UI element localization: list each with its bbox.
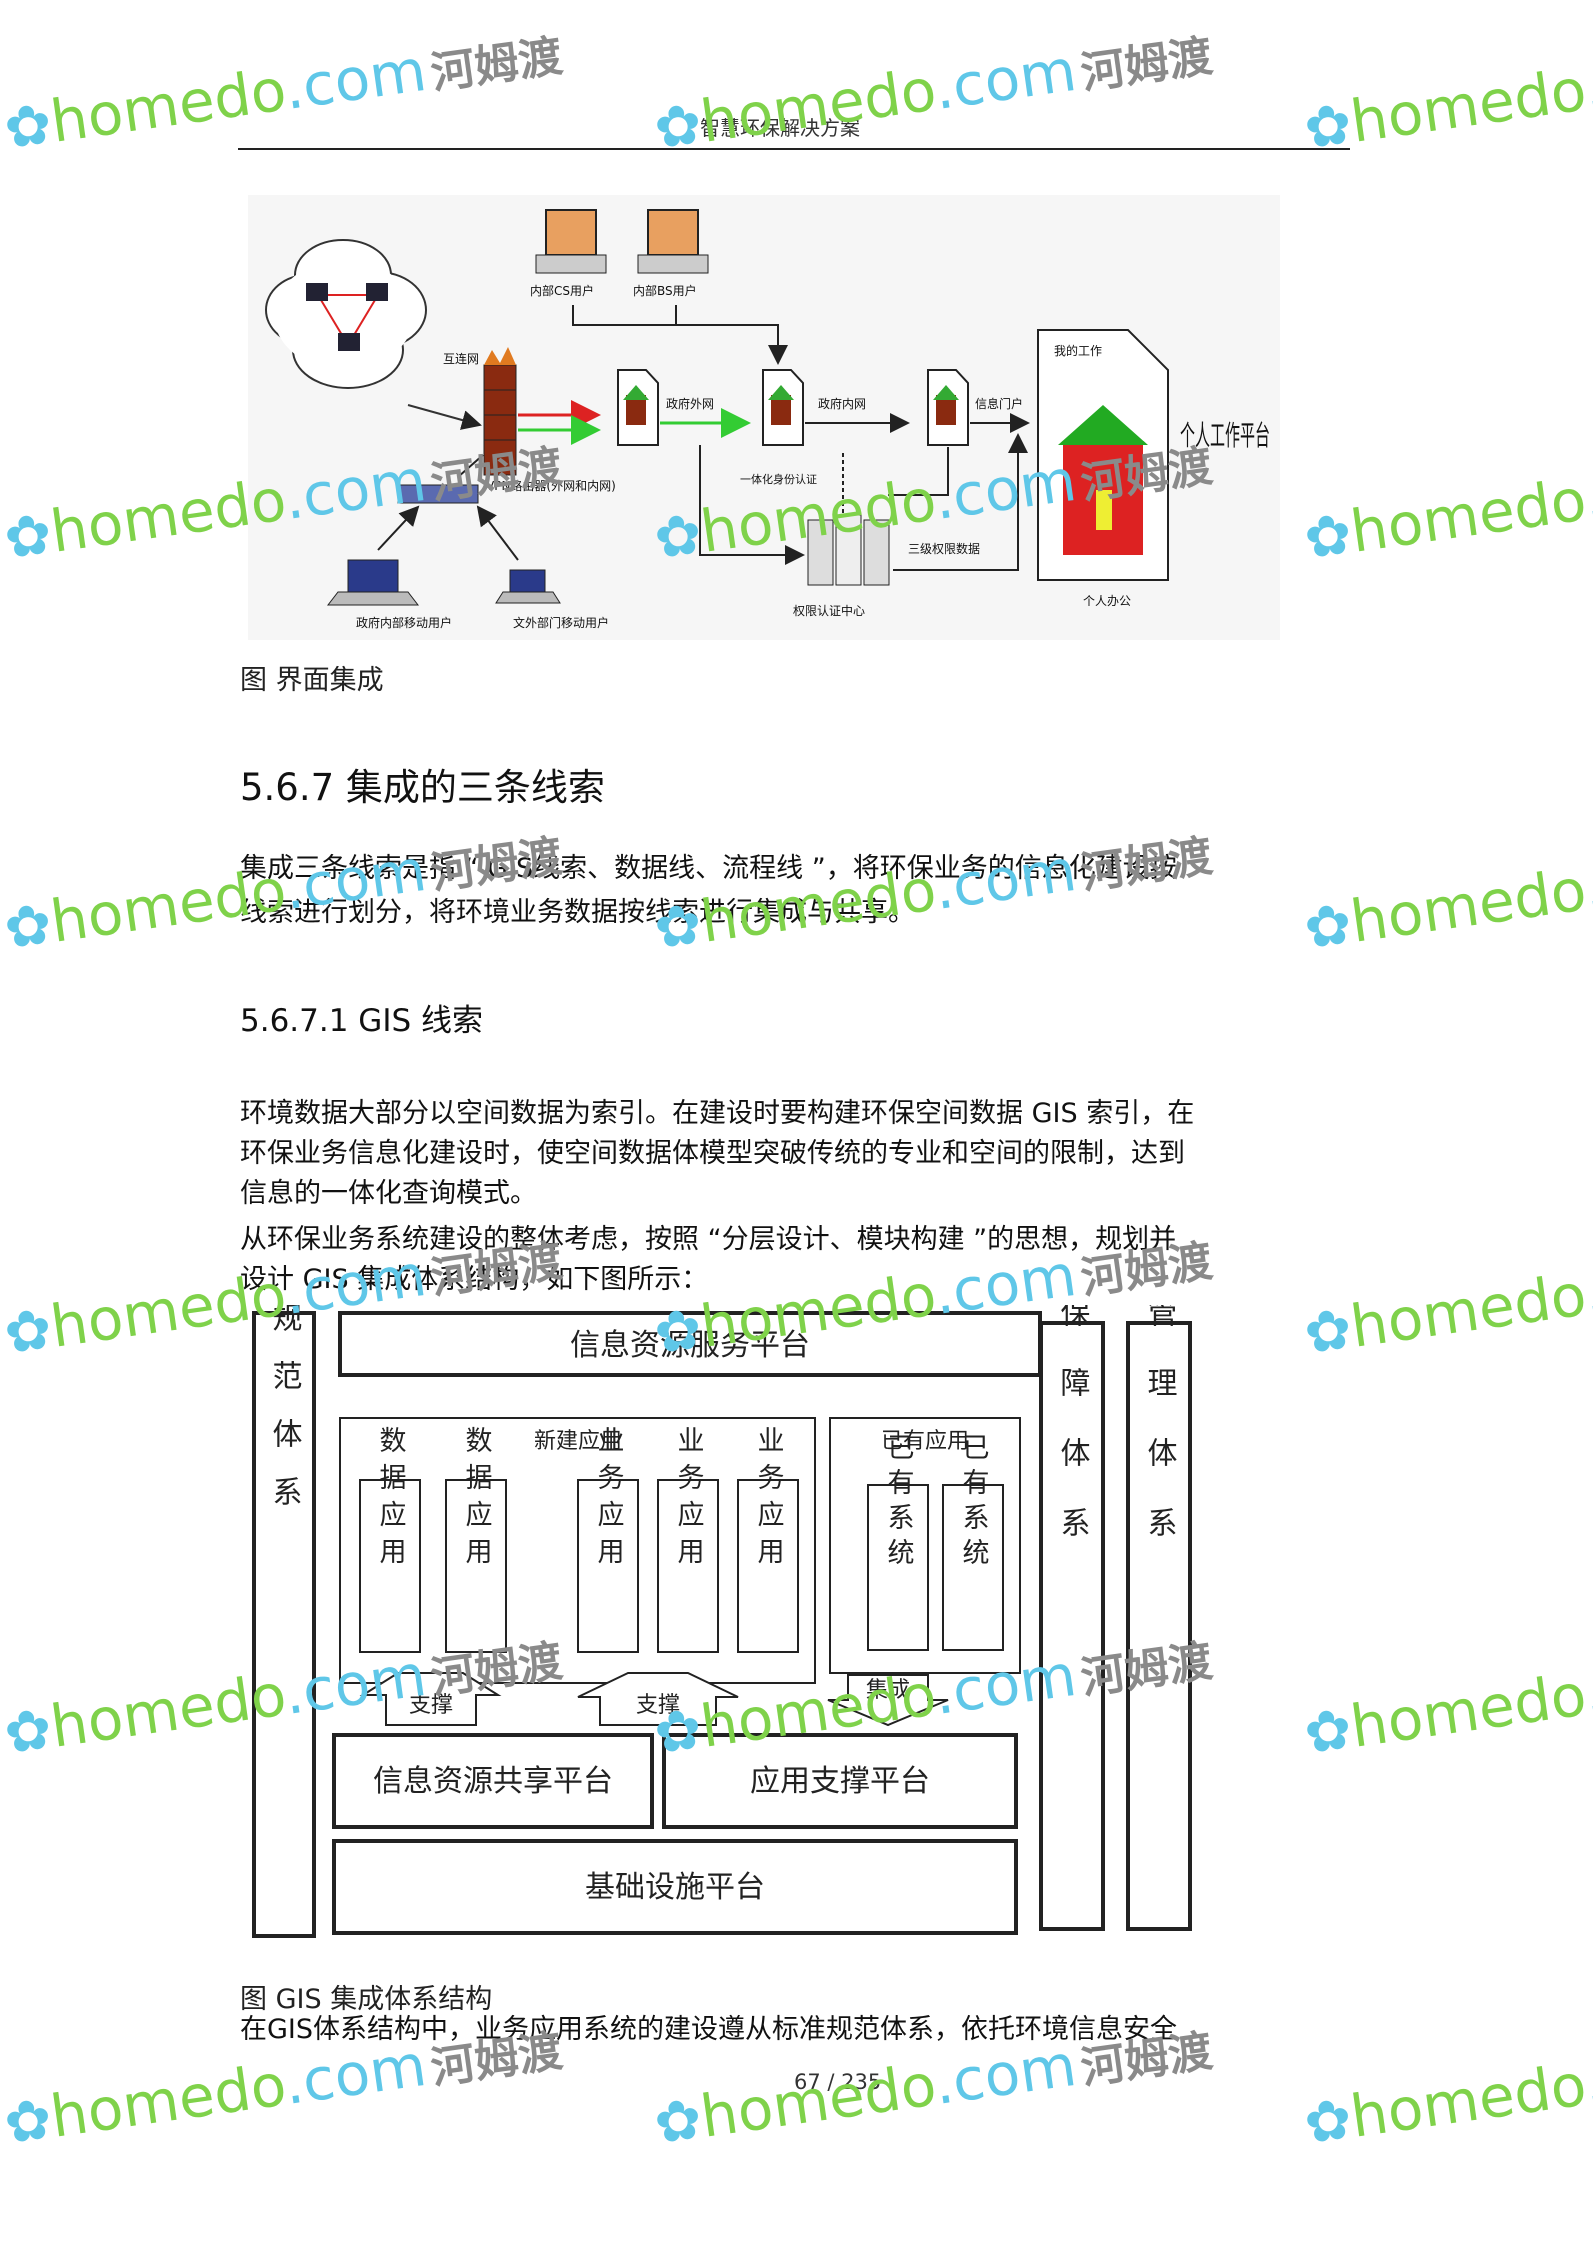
figure1-caption: 图 界面集成 [240,665,384,696]
new-app-label-1: 数据应用 [375,1426,407,1574]
new-app-box-5 [737,1479,799,1653]
watermark: ✿homedo.com 河姆渡 [650,830,1216,963]
share-platform-box [332,1733,654,1829]
personal-office-label: 个人办公 [1083,593,1131,608]
section-5-6-7-heading: 5.6.7 集成的三条线索 [240,766,605,809]
share-platform-label: 信息资源共享平台 [373,1764,613,1799]
section-5-6-7-1-heading: 5.6.7.1 GIS 线索 [240,1003,484,1039]
header-divider [238,148,1350,150]
internal-bs-computer-icon [637,209,709,274]
operations-column-label: 运行管理体系 [1142,1305,1178,1577]
intranet-label: 政府内网 [818,396,866,411]
internal-bs-label: 内部BS用户 [633,283,697,298]
integrate-arrow [827,1674,949,1727]
cert-server-icon [807,514,890,586]
watermark: ✿homedo.com [1300,2030,1593,2158]
outside-laptop-icon [495,569,561,604]
firewall-icon [483,347,517,476]
gis-para1-line3: 信息的一体化查询模式。 [240,1178,537,1209]
infra-platform-label: 基础设施平台 [585,1870,765,1905]
internet-label: 互连网 [443,351,479,366]
personal-work-document [1037,329,1169,581]
page-header-title: 智慧环保解决方案 [700,116,860,140]
page-number: 67 / 235 [794,2070,882,2094]
intranet-document-icon [762,369,804,446]
internet-cloud [265,239,427,389]
app-support-platform-box [662,1733,1018,1829]
support-label-1: 支撑 [409,1693,453,1718]
closing-line: 在GIS体系结构中，业务应用系统的建设遵从标准规范体系，依托环境信息安全 [240,2014,1178,2045]
infra-platform-box [332,1839,1018,1935]
extranet-label: 政府外网 [666,396,714,411]
sync-label: 三级权限数据 [908,541,980,556]
existing-app-label-2: 已有系统 [958,1433,990,1573]
single-signon-label: 一体化身份认证 [740,472,817,486]
support-label-2: 支撑 [636,1693,680,1718]
app-support-platform-label: 应用支撑平台 [750,1764,930,1799]
portal-label: 信息门户 [975,396,1023,411]
standards-column-box [252,1311,316,1938]
gis-para1-line2: 环保业务信息化建设时，使空间数据体模型突破传统的专业和空间的限制，达到 [240,1138,1185,1169]
internal-cs-computer-icon [535,209,607,274]
internal-cs-label: 内部CS用户 [530,283,594,298]
new-app-label-3: 业务应用 [593,1426,625,1574]
new-app-label-4: 业务应用 [673,1426,705,1574]
new-app-box-2 [445,1479,507,1653]
new-app-box-4 [657,1479,719,1653]
gis-para2-line1: 从环保业务系统建设的整体考虑，按照 “分层设计、模块构建 ”的思想，规划并 [240,1224,1177,1255]
watermark: ✿homedo.com 河姆渡 [0,830,566,963]
mobile-user-label: 政府内部移动用户 [356,615,452,630]
security-column-label: 安全保障体系 [1055,1305,1091,1577]
support-arrow-1 [359,1672,502,1726]
top-platform-label: 信息资源服务平台 [570,1328,810,1363]
operations-column-box [1126,1321,1192,1931]
section-5-6-7-line1: 集成三条线索是指 “ GIS线索、数据线、流程线 ”，将环保业务的信息化建设按 [240,853,1177,884]
watermark: ✿homedo.com [1300,35,1593,163]
portal-document-icon [927,369,969,446]
new-app-label-5: 业务应用 [753,1426,785,1574]
gis-para2-line2: 设计 GIS 集成体系结构，如下图所示： [240,1264,709,1295]
support-arrow-2 [577,1672,739,1726]
mobile-laptop-icon [326,559,420,606]
figure2-caption: 图 GIS 集成体系结构 [240,1984,493,2015]
section-5-6-7-line2: 线索进行划分，将环境业务数据按线索进行集成与共享。 [240,897,915,928]
security-column-box [1039,1321,1105,1931]
watermark: ✿homedo.com [1300,445,1593,573]
watermark: ✿homedo.com [1300,1240,1593,1368]
existing-app-box-1 [867,1484,929,1651]
new-apps-title: 新建应用 [534,1429,622,1454]
watermark: ✿homedo.com [1300,1640,1593,1768]
existing-app-box-2 [942,1484,1004,1651]
watermark: ✿homedo.com 河姆渡 [0,30,566,163]
standards-column-label: 标准规范体系 [267,1305,303,1534]
interface-integration-diagram: 互连网 政府外网 政府内网 信息门户 内部CS用户 内部BS用户 我的工作 [248,195,1280,640]
my-work-label: 我的工作 [1054,343,1102,358]
personal-platform-label: 个人工作平台 [1180,419,1270,452]
extranet-document-icon [617,369,659,446]
new-app-box-3 [577,1479,639,1653]
watermark: ✿homedo.com [1300,835,1593,963]
vpn-label: VPN路由器(外网和内网) [486,478,616,493]
outside-user-label: 文外部门移动用户 [513,615,609,630]
gis-para1-line1: 环境数据大部分以空间数据为索引。在建设时要构建环保空间数据 GIS 索引，在 [240,1098,1195,1129]
cert-center-label: 权限认证中心 [793,603,865,618]
vpn-router-icon [397,454,484,504]
existing-apps-title: 已有应用 [881,1429,969,1454]
new-app-box-1 [359,1479,421,1653]
integrate-label: 集成 [866,1678,910,1703]
gis-architecture-diagram: 标准规范体系 信息资源服务平台 新建应用 已有应用 数据应用 数据应用 业务应用… [252,1305,1192,1938]
new-app-label-2: 数据应用 [461,1426,493,1574]
existing-app-label-1: 已有系统 [883,1433,915,1573]
